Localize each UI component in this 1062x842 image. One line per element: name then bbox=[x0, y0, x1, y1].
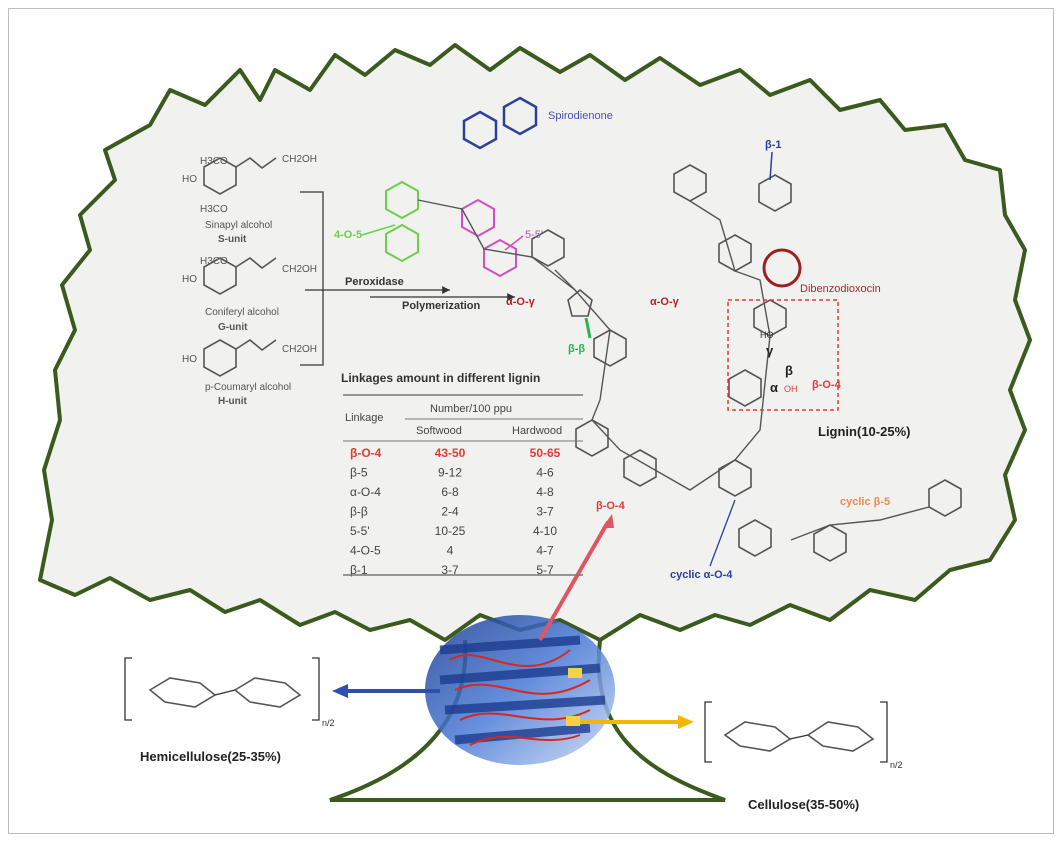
table-cell-linkage: β-β bbox=[350, 505, 368, 519]
label-cyclic-beta-5: cyclic β-5 bbox=[840, 496, 890, 508]
table-cell-soft: 4 bbox=[447, 544, 454, 558]
table-cell-linkage: 4-O-5 bbox=[350, 544, 381, 558]
table-cell-soft: 2-4 bbox=[441, 505, 459, 519]
monomer-bracket bbox=[300, 191, 324, 366]
label-beta-beta: β-β bbox=[568, 343, 585, 355]
table-row: 5-5' 10-25 4-10 bbox=[350, 524, 557, 538]
svg-text:n/2: n/2 bbox=[322, 718, 335, 728]
linkage-table: Linkages amount in different lignin Link… bbox=[341, 371, 583, 577]
table-header-softwood: Softwood bbox=[416, 425, 462, 437]
svg-text:H-unit: H-unit bbox=[218, 396, 248, 407]
table-cell-hard: 5-7 bbox=[536, 563, 554, 577]
label-oh: OH bbox=[784, 384, 798, 394]
svg-text:G-unit: G-unit bbox=[218, 322, 248, 333]
svg-text:S-unit: S-unit bbox=[218, 234, 247, 245]
table-cell-soft: 43-50 bbox=[435, 446, 466, 460]
table-cell-soft: 10-25 bbox=[435, 524, 466, 538]
monomer-coumaryl: HO CH2OH p-Coumaryl alcohol H-unit bbox=[182, 339, 317, 407]
table-cell-linkage: α-O-4 bbox=[350, 485, 381, 499]
label-beta-1: β-1 bbox=[765, 139, 782, 151]
label-alpha: α bbox=[770, 380, 778, 395]
label-5-5: 5-5' bbox=[525, 229, 543, 241]
svg-text:n/2: n/2 bbox=[890, 760, 903, 770]
cellulose-structure: n/2 Cellulose(35-50%) bbox=[704, 701, 903, 812]
label-alpha-o-gamma-right: α-O-γ bbox=[650, 296, 680, 308]
arrow-to-lignin bbox=[538, 521, 610, 641]
table-header-linkage: Linkage bbox=[345, 412, 384, 424]
monomer-coniferyl: H3CO HO CH2OH Coniferyl alcohol G-unit bbox=[182, 256, 317, 333]
table-cell-linkage: β-O-4 bbox=[350, 446, 382, 460]
table-row: 4-O-5 4 4-7 bbox=[350, 544, 554, 558]
svg-text:H3CO: H3CO bbox=[200, 256, 228, 267]
monomer-sinapyl: H3CO HO H3CO CH2OH Sinapyl alcohol S-uni… bbox=[182, 154, 317, 245]
table-cell-soft: 3-7 bbox=[441, 563, 459, 577]
table-row: α-O-4 6-8 4-8 bbox=[350, 485, 554, 499]
label-cyclic-alpha-o-4: cyclic α-O-4 bbox=[670, 569, 733, 581]
table-cell-hard: 4-6 bbox=[536, 466, 554, 480]
table-cell-linkage: 5-5' bbox=[350, 524, 370, 538]
svg-text:CH2OH: CH2OH bbox=[282, 344, 317, 355]
label-ho: HO bbox=[760, 330, 774, 340]
svg-text:p-Coumaryl alcohol: p-Coumaryl alcohol bbox=[205, 382, 291, 393]
table-row: β-5 9-12 4-6 bbox=[350, 466, 554, 480]
lignin-structure bbox=[385, 96, 962, 562]
svg-text:Coniferyl alcohol: Coniferyl alcohol bbox=[205, 307, 279, 318]
label-alpha-o-gamma-left: α-O-γ bbox=[506, 296, 536, 308]
table-header-hardwood: Hardwood bbox=[512, 425, 562, 437]
table-cell-soft: 9-12 bbox=[438, 466, 462, 480]
table-cell-hard: 4-8 bbox=[536, 485, 554, 499]
table-cell-linkage: β-5 bbox=[350, 466, 368, 480]
label-beta-o-4-lower: β-O-4 bbox=[596, 500, 626, 512]
label-spirodienone: Spirodienone bbox=[548, 110, 613, 122]
table-cell-hard: 4-10 bbox=[533, 524, 557, 538]
svg-text:CH2OH: CH2OH bbox=[282, 154, 317, 165]
cellulose-label: Cellulose(35-50%) bbox=[748, 797, 859, 812]
hemicellulose-label: Hemicellulose(25-35%) bbox=[140, 749, 281, 764]
svg-text:H3CO: H3CO bbox=[200, 204, 228, 215]
tree-canopy bbox=[38, 43, 1032, 642]
svg-text:CH2OH: CH2OH bbox=[282, 264, 317, 275]
table-row: β-1 3-7 5-7 bbox=[350, 563, 554, 577]
table-cell-hard: 3-7 bbox=[536, 505, 554, 519]
svg-text:H3CO: H3CO bbox=[200, 156, 228, 167]
table-title: Linkages amount in different lignin bbox=[341, 371, 540, 385]
cellulose-fibril-bundle bbox=[425, 615, 615, 765]
table-header-group: Number/100 ppu bbox=[430, 403, 512, 415]
table-cell-soft: 6-8 bbox=[441, 485, 459, 499]
label-beta: β bbox=[785, 363, 793, 378]
table-row: β-β 2-4 3-7 bbox=[350, 505, 554, 519]
table-cell-hard: 50-65 bbox=[530, 446, 561, 460]
table-row: β-O-4 43-50 50-65 bbox=[350, 446, 561, 460]
beta-o-4-highlight-box bbox=[727, 299, 839, 411]
label-dibenzodioxocin: Dibenzodioxocin bbox=[800, 283, 881, 295]
svg-text:Sinapyl alcohol: Sinapyl alcohol bbox=[205, 220, 272, 231]
svg-text:HO: HO bbox=[182, 274, 197, 285]
table-cell-linkage: β-1 bbox=[350, 563, 368, 577]
svg-text:HO: HO bbox=[182, 174, 197, 185]
label-4-o-5: 4-O-5 bbox=[334, 229, 362, 241]
enzyme-label: Peroxidase bbox=[345, 276, 404, 288]
table-cell-hard: 4-7 bbox=[536, 544, 554, 558]
hemicellulose-structure: n/2 Hemicellulose(25-35%) bbox=[124, 657, 335, 764]
label-gamma: γ bbox=[766, 343, 774, 358]
svg-text:HO: HO bbox=[182, 354, 197, 365]
label-beta-o-4-box: β-O-4 bbox=[812, 379, 842, 391]
lignin-label: Lignin(10-25%) bbox=[818, 424, 910, 439]
step-label: Polymerization bbox=[402, 300, 481, 312]
